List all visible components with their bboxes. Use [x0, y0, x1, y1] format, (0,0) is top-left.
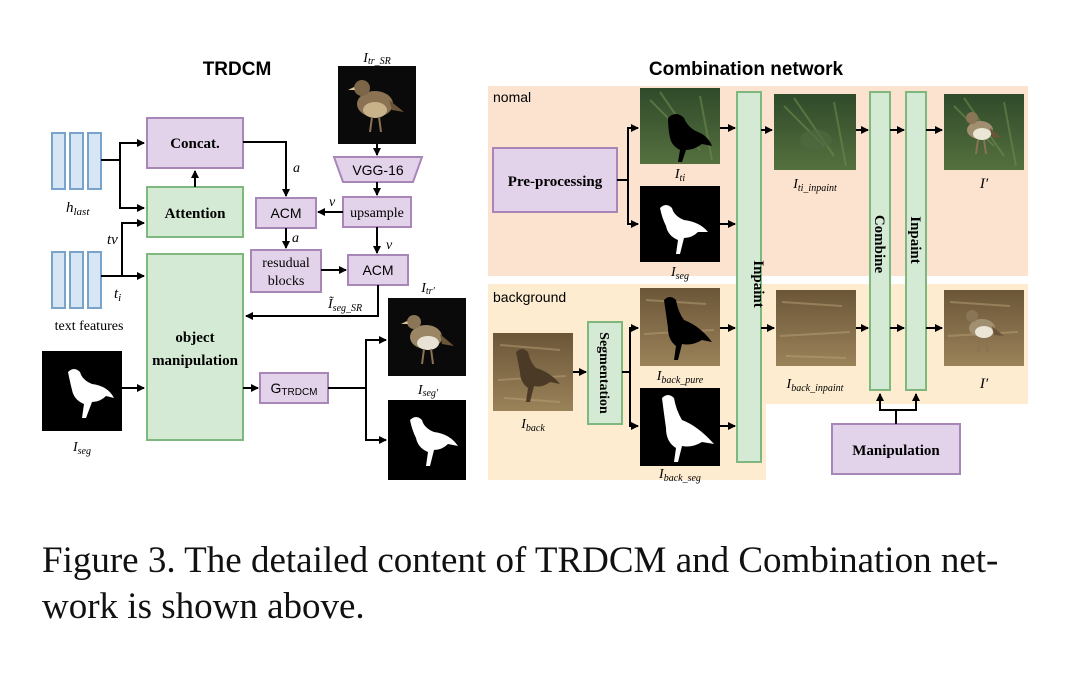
iti-label: Iti — [674, 167, 685, 184]
combine-label: Combine — [871, 215, 887, 274]
itr-sr-label: Itr_SR — [362, 51, 390, 67]
nomal-label: nomal — [493, 89, 531, 105]
preprocessing-label: Pre-processing — [508, 174, 603, 190]
iback-inpaint-label: Iback_inpaint — [786, 377, 844, 394]
combination-arrows — [573, 124, 943, 430]
inpaint1-label: Inpaint — [750, 260, 766, 308]
inpaint2-label: Inpaint — [907, 216, 923, 264]
iseg-sr-label: Ĩseg_SR — [327, 295, 362, 314]
background-label: background — [493, 289, 566, 305]
acm-top-box — [255, 197, 317, 229]
combine-box — [869, 91, 891, 391]
segmentation-box — [587, 321, 623, 425]
object-manipulation-label-2: manipulation — [152, 353, 239, 369]
iseg-right-mask — [640, 186, 720, 262]
object-manipulation-label-1: object — [175, 330, 214, 346]
background-region-lower — [488, 404, 766, 480]
vgg16-label: VGG-16 — [352, 162, 404, 178]
a-label-1: a — [293, 161, 300, 176]
iprime-top-image — [944, 94, 1024, 170]
combination-title: Combination network — [649, 59, 844, 80]
iback-label: Iback — [520, 417, 545, 434]
v-label-2: v — [386, 238, 393, 253]
text-feature-vectors — [51, 251, 102, 309]
text-features-label: text features — [55, 319, 124, 334]
iseg-input-label: Iseg — [72, 440, 91, 457]
iback-seg-mask — [640, 388, 720, 466]
tv-label: tv — [107, 232, 118, 248]
iprime-bottom-image — [944, 290, 1024, 366]
concat-box — [146, 117, 244, 169]
iti-inpaint-label: Iti_inpaint — [792, 177, 837, 194]
segmentation-label: Segmentation — [596, 332, 611, 414]
upsample-label: upsample — [350, 206, 404, 221]
iprime-bottom-label: I′ — [979, 376, 989, 392]
trdcm-arrows — [122, 141, 387, 444]
iseg-prime-mask — [388, 400, 466, 480]
acm-bottom-label: ACM — [362, 262, 393, 278]
iseg-prime-label: Iseg′ — [417, 383, 439, 399]
diagram-canvas: TRDCM hlast tv ti text features Concat. … — [42, 51, 1028, 484]
gtrdcm-label: GTRDCM — [271, 380, 318, 398]
acm-top-label: ACM — [270, 205, 301, 221]
itr-sr-image — [338, 66, 416, 144]
iback-seg-label: Iback_seg — [658, 467, 701, 484]
gtrdcm-box — [259, 372, 329, 404]
h-last-arrows — [101, 139, 199, 280]
inpaint2-box — [905, 91, 927, 391]
vgg16-block — [332, 156, 424, 183]
iti-image — [640, 88, 720, 164]
caption-line-1: Figure 3. The detailed content of TRDCM … — [42, 540, 999, 581]
attention-box — [146, 186, 244, 238]
inpaint1-box — [736, 91, 762, 463]
caption-line-2: work is shown above. — [42, 586, 365, 627]
h-last-vectors — [51, 132, 102, 190]
figure-caption: Figure 3. The detailed content of TRDCM … — [42, 538, 1042, 630]
resudual-label-2: blocks — [268, 274, 305, 289]
concat-label: Concat. — [170, 136, 220, 152]
object-manipulation-box — [146, 253, 244, 441]
attention-label: Attention — [165, 206, 226, 222]
iback-pure-label: Iback_pure — [656, 369, 704, 386]
acm-bottom-box — [347, 254, 409, 286]
iprime-top-label: I′ — [979, 176, 989, 192]
manipulation-label: Manipulation — [852, 443, 940, 459]
resudual-label-1: resudual — [262, 256, 310, 271]
iback-inpaint-image — [776, 290, 856, 366]
a-label-2: a — [292, 231, 299, 246]
itr-prime-image — [388, 298, 466, 376]
iseg-input-mask — [42, 351, 122, 431]
iseg-right-label: Iseg — [670, 265, 689, 282]
iti-inpaint-image — [774, 94, 856, 170]
itr-prime-label: Itr′ — [420, 281, 435, 297]
preprocessing-box — [492, 147, 618, 213]
ti-label: ti — [114, 286, 121, 304]
iback-image — [493, 333, 573, 411]
iback-pure-image — [640, 288, 720, 366]
resudual-blocks-box — [250, 249, 322, 293]
h-last-label: hlast — [66, 200, 90, 218]
v-label-1: v — [329, 195, 336, 210]
trdcm-title: TRDCM — [203, 59, 272, 80]
